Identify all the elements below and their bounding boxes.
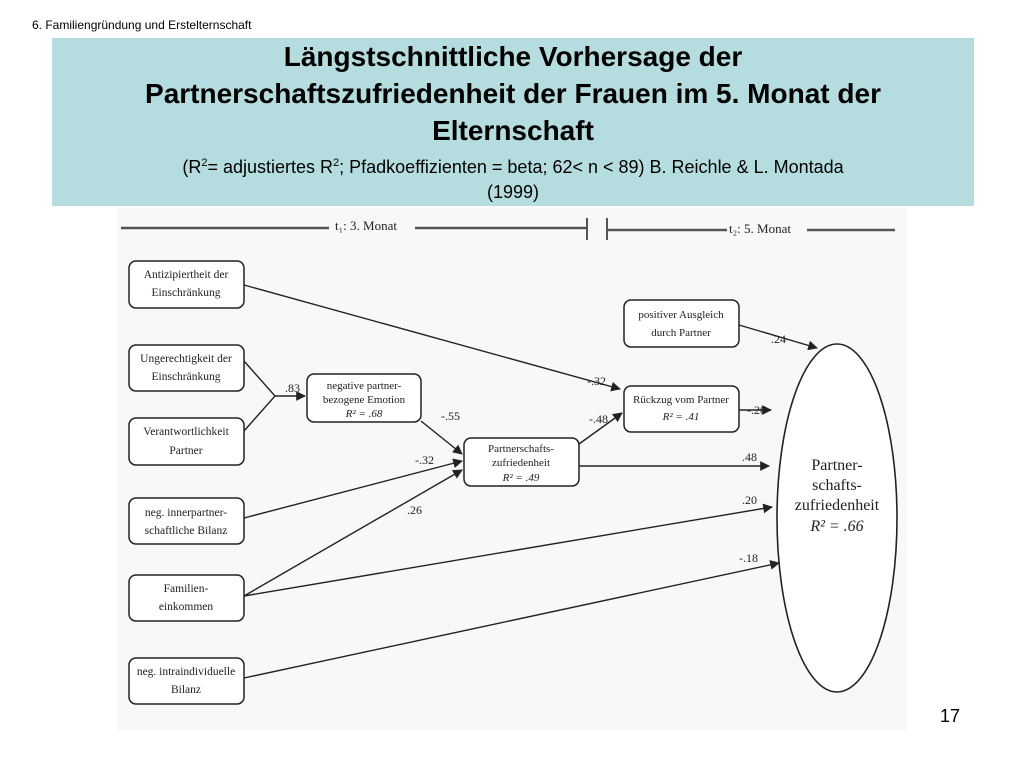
node-einkommen: Familien- einkommen <box>128 574 245 622</box>
title-line-1: Längstschnittliche Vorhersage der <box>283 41 743 72</box>
node-label: Verantwortlichkeit <box>143 426 229 438</box>
node-emotion: negative partner- bezogene Emotion R² = … <box>306 373 422 423</box>
path-bracket <box>243 360 276 432</box>
node-outcome: Partner- schafts- zufriedenheit R² = .66 <box>776 343 898 693</box>
path-bilanz-outcome <box>243 503 773 597</box>
node-label: Familien- <box>164 583 209 595</box>
page-title: Längstschnittliche Vorhersage der Partne… <box>52 38 974 149</box>
node-label: durch Partner <box>651 327 711 339</box>
coef-antizipiertheit-rueckzug: -.32 <box>587 374 606 388</box>
node-label: zufriedenheit <box>492 457 550 469</box>
node-label: Einschränkung <box>152 287 221 299</box>
coef-rueckzug-outcome: -.20 <box>747 403 766 417</box>
path-diagram-scan: t₁: 3. Monat t₂: 5. Monat .83 -.32 -.55 … <box>117 208 907 730</box>
title-line-2: Partnerschaftszufriedenheit der Frauen i… <box>145 78 881 109</box>
path-bilanz-zufriedenheit <box>243 458 463 519</box>
node-label: Partnerschafts- <box>488 443 554 455</box>
coef-ungerechtigkeit-emotion: .83 <box>285 381 300 395</box>
node-label: schafts- <box>812 477 862 494</box>
coef-zufriedenheit-outcome: .48 <box>742 450 757 464</box>
node-label: bezogene Emotion <box>323 394 406 406</box>
path-emotion-zufriedenheit <box>420 420 463 455</box>
node-verantwortlichkeit: Verantwortlichkeit Partner <box>128 417 245 466</box>
node-label: Ungerechtigkeit der <box>140 353 232 365</box>
node-intraindividuell: neg. intraindividuelle Bilanz <box>128 657 245 705</box>
title-box: Längstschnittliche Vorhersage der Partne… <box>52 38 974 206</box>
coef-einkommen-outcome: -.18 <box>739 551 758 565</box>
node-label: Rückzug vom Partner <box>633 394 729 406</box>
path-zufriedenheit-rueckzug <box>578 412 623 445</box>
coef-ausgleich-outcome: .24 <box>771 332 786 346</box>
node-label: Einschränkung <box>152 371 221 383</box>
coef-emotion-zufriedenheit: -.55 <box>441 409 460 423</box>
node-label: Antizipiertheit der <box>144 269 229 281</box>
node-label: schaftliche Bilanz <box>145 525 228 537</box>
subtitle-part: (R <box>182 157 202 177</box>
predictor-boxes: Antizipiertheit der Einschränkung Ungere… <box>128 260 245 705</box>
node-ungerechtigkeit: Ungerechtigkeit der Einschränkung <box>128 344 245 392</box>
node-label: Partner <box>169 445 202 457</box>
node-r2: R² = .49 <box>502 472 540 484</box>
node-label: einkommen <box>159 601 214 613</box>
section-label: 6. Familiengründung und Erstelternschaft <box>32 18 252 32</box>
coef-zufriedenheit-rueckzug: -.48 <box>589 412 608 426</box>
title-line-3: Elternschaft <box>432 115 594 146</box>
path-einkommen-zufriedenheit <box>243 469 463 597</box>
coef-bilanz-outcome: .20 <box>742 493 757 507</box>
path-intraindividuell-outcome <box>243 560 780 679</box>
timeline-t2-label: t₂: 5. Monat <box>729 221 791 236</box>
node-r2: R² = .41 <box>662 411 700 423</box>
subtitle-part: = adjustiertes R <box>207 157 334 177</box>
mediator-boxes: negative partner- bezogene Emotion R² = … <box>306 299 740 487</box>
node-antizipiertheit: Antizipiertheit der Einschränkung <box>128 260 245 309</box>
node-label: neg. intraindividuelle <box>137 666 235 678</box>
node-label: positiver Ausgleich <box>638 309 724 321</box>
node-zufriedenheit: Partnerschafts- zufriedenheit R² = .49 <box>463 437 580 487</box>
subtitle-part: ; Pfadkoeffizienten = beta; 62< n < 89) … <box>339 157 844 177</box>
subtitle-sup: 2 <box>333 157 340 169</box>
node-label: zufriedenheit <box>795 497 880 514</box>
outcome-ellipse <box>776 343 898 693</box>
path-coefficients: .83 -.32 -.55 -.48 .24 -.20 .48 -.32 .26… <box>285 332 786 565</box>
node-label: Bilanz <box>171 684 201 696</box>
node-r2: R² = .68 <box>345 408 383 420</box>
subtitle: (R2= adjustiertes R2; Pfadkoeffizienten … <box>52 151 974 205</box>
node-ausgleich: positiver Ausgleich durch Partner <box>623 299 740 348</box>
path-diagram: t₁: 3. Monat t₂: 5. Monat .83 -.32 -.55 … <box>121 218 898 705</box>
node-rueckzug: Rückzug vom Partner R² = .41 <box>623 385 740 433</box>
path-antizipiertheit-rueckzug <box>243 284 621 392</box>
paths <box>243 284 818 679</box>
subtitle-year: (1999) <box>486 182 540 202</box>
node-label: negative partner- <box>327 380 402 392</box>
coef-einkommen-zufriedenheit: .26 <box>407 503 422 517</box>
subtitle-sup: 2 <box>201 157 208 169</box>
node-bilanz: neg. innerpartner- schaftliche Bilanz <box>128 497 245 545</box>
path-ausgleich-outcome <box>738 324 818 351</box>
page-number: 17 <box>940 706 961 726</box>
timeline-t1-label: t₁: 3. Monat <box>335 218 397 233</box>
coef-bilanz-zufriedenheit: -.32 <box>415 453 434 467</box>
node-r2: R² = .66 <box>809 518 863 535</box>
timeline: t₁: 3. Monat t₂: 5. Monat <box>121 218 895 240</box>
node-label: neg. innerpartner- <box>145 507 227 519</box>
node-label: Partner- <box>811 457 862 474</box>
